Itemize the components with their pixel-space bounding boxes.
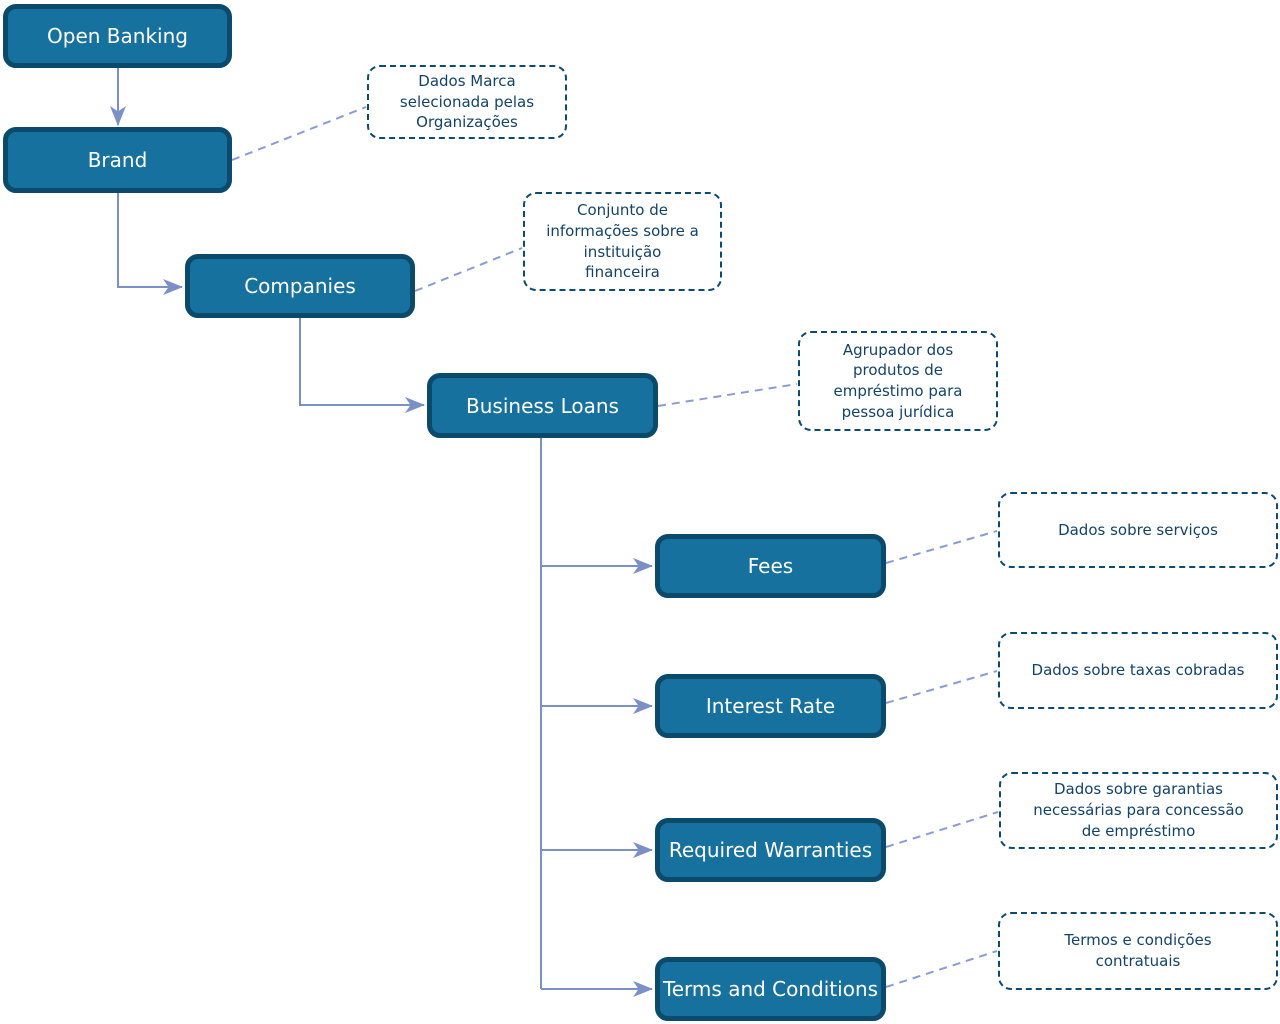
node-interest-rate: Interest Rate: [655, 674, 886, 738]
node-terms-and-conditions: Terms and Conditions: [655, 957, 886, 1021]
node-brand: Brand: [3, 127, 232, 193]
annotation-brand: Dados Marca selecionada pelas Organizaçõ…: [367, 65, 567, 139]
annotation-required-warranties: Dados sobre garantias necessárias para c…: [999, 772, 1278, 849]
node-open-banking-label: Open Banking: [47, 24, 188, 48]
annotation-terms-and-conditions: Termos e condições contratuais: [998, 912, 1278, 990]
link-interest-rate-annotation: [885, 670, 998, 704]
link-brand-annotation: [231, 106, 367, 161]
annotation-fees: Dados sobre serviços: [998, 492, 1278, 568]
annotation-brand-text: Dados Marca selecionada pelas Organizaçõ…: [399, 71, 535, 132]
annotation-fees-text: Dados sobre serviços: [1058, 520, 1218, 539]
annotation-required-warranties-text: Dados sobre garantias necessárias para c…: [1033, 780, 1244, 840]
node-companies: Companies: [185, 254, 415, 318]
link-companies-annotation: [414, 247, 523, 292]
annotation-business-loans: Agrupador dos produtos de empréstimo par…: [798, 331, 998, 431]
node-required-warranties-label: Required Warranties: [668, 838, 873, 862]
node-brand-label: Brand: [87, 148, 148, 172]
annotation-companies: Conjunto de informações sobre a institui…: [523, 192, 722, 291]
node-companies-label: Companies: [244, 274, 356, 298]
connector-brand-companies: [117, 193, 183, 295]
node-open-banking: Open Banking: [3, 4, 232, 68]
annotation-terms-and-conditions-text: Termos e condições contratuais: [1064, 931, 1212, 970]
link-terms-annotation: [885, 950, 998, 988]
node-required-warranties: Required Warranties: [655, 818, 886, 882]
annotation-companies-text: Conjunto de informações sobre a institui…: [546, 201, 699, 282]
node-business-loans: Business Loans: [427, 373, 658, 438]
node-fees: Fees: [655, 534, 886, 598]
node-interest-rate-label: Interest Rate: [705, 694, 836, 718]
link-business-loans-annotation: [657, 383, 798, 407]
link-required-warranties-annotation: [885, 811, 999, 848]
node-fees-label: Fees: [747, 554, 794, 578]
link-fees-annotation: [885, 530, 998, 564]
node-business-loans-label: Business Loans: [466, 393, 619, 418]
annotation-business-loans-text: Agrupador dos produtos de empréstimo par…: [833, 340, 963, 421]
node-terms-and-conditions-label: Terms and Conditions: [662, 977, 879, 1001]
annotation-interest-rate: Dados sobre taxas cobradas: [998, 632, 1278, 709]
connector-companies-business-loans: [299, 318, 425, 413]
annotation-interest-rate-text: Dados sobre taxas cobradas: [1031, 661, 1245, 680]
